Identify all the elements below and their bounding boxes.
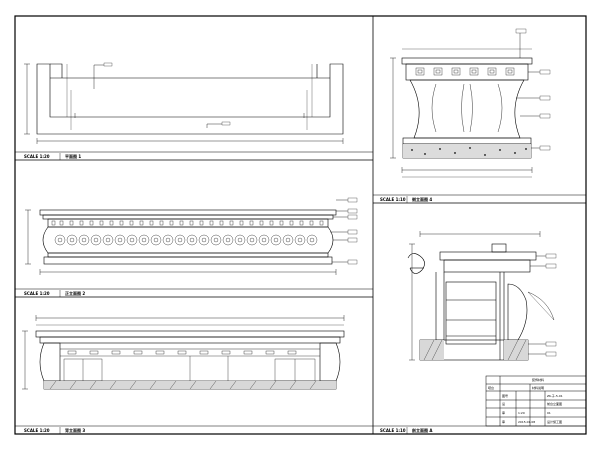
title-block-right-4: 设计施工图 <box>547 419 562 424</box>
title-block-left-3: 审 <box>502 419 505 424</box>
section-a-hatch <box>420 339 528 361</box>
scale-label: SCALE 1:20 <box>24 428 50 433</box>
scale-label: SCALE 1:10 <box>380 197 406 202</box>
plan-view-drawing <box>24 62 344 144</box>
panel-caption-front: SCALE 1:20 正立面图 2 <box>24 290 85 297</box>
panel-caption-section: SCALE 1:10 剖立面图 A <box>380 427 433 434</box>
section-a-drawing <box>407 231 557 361</box>
title-block-header: 装饰材料 <box>532 377 544 382</box>
panel-caption-side: SCALE 1:10 侧立面图 4 <box>380 196 432 203</box>
panel-title: 平面图 1 <box>65 153 81 159</box>
scale-label: SCALE 1:10 <box>380 428 406 433</box>
panel-title: 背立面图 3 <box>65 427 85 433</box>
panel-title: 侧立面图 4 <box>411 196 432 202</box>
side-elevation-hatch <box>403 144 531 158</box>
title-block-right-0: ZK-子-5-01 <box>547 393 563 398</box>
title-block-left-0: 图号 <box>502 393 508 398</box>
panel-caption-back: SCALE 1:20 背立面图 3 <box>24 427 85 434</box>
title-block-right-2: 01 <box>547 411 551 415</box>
panel-title: 剖立面图 A <box>412 427 433 433</box>
back-elevation-drawing <box>22 315 345 390</box>
title-block-right-1: 前台立面图 <box>547 401 562 406</box>
panel-caption-plan: SCALE 1:20 平面图 1 <box>24 153 81 160</box>
front-elevation-drawing <box>25 197 358 275</box>
title-block-right-5: 2015.01.08 <box>518 420 535 424</box>
title-block: 装饰材料 材料说明 吧台 图号 设 审 审 ZK-子-5-01 前台立面图 01… <box>485 375 587 427</box>
title-block-drawer: 吧台 <box>488 385 494 390</box>
scale-label: SCALE 1:20 <box>24 154 50 159</box>
back-elevation-hatch <box>44 380 336 390</box>
title-block-left-1: 设 <box>502 401 505 406</box>
title-block-left-2: 审 <box>502 410 505 415</box>
title-block-right-3: 1:20 <box>518 411 525 415</box>
title-block-sub: 材料说明 <box>532 385 544 390</box>
panel-title: 正立面图 2 <box>65 290 85 296</box>
scale-label: SCALE 1:20 <box>24 291 50 296</box>
